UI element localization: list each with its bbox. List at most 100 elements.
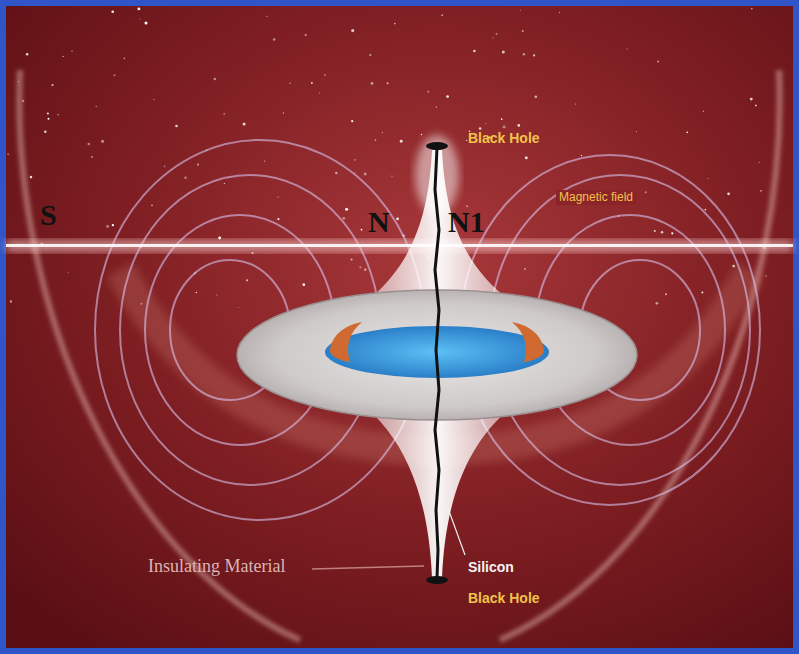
star <box>289 82 291 84</box>
star <box>400 140 403 143</box>
star <box>101 140 104 143</box>
star <box>111 10 114 13</box>
star <box>522 30 524 32</box>
star <box>496 33 498 35</box>
star <box>361 229 363 231</box>
star <box>106 225 109 228</box>
field-label: Magnetic field <box>556 190 636 205</box>
star <box>335 172 337 174</box>
star <box>87 143 90 146</box>
star <box>466 140 467 141</box>
star <box>7 153 9 155</box>
star <box>441 14 443 16</box>
star <box>305 34 307 36</box>
star <box>44 130 47 133</box>
star <box>396 217 399 220</box>
star <box>765 275 767 277</box>
star <box>223 113 225 115</box>
star <box>140 19 141 20</box>
star <box>124 57 126 59</box>
star <box>708 178 709 179</box>
star <box>701 291 703 293</box>
star <box>26 53 29 56</box>
star <box>283 112 284 113</box>
star <box>636 131 637 132</box>
star <box>493 37 494 38</box>
part-label: Insulating Material <box>148 557 285 577</box>
star <box>517 124 520 127</box>
star <box>238 307 239 308</box>
star <box>387 82 389 84</box>
star <box>364 269 366 271</box>
star <box>501 118 503 120</box>
star <box>523 53 525 55</box>
star <box>654 230 656 232</box>
star <box>656 302 659 305</box>
star <box>760 190 762 192</box>
star <box>277 218 279 220</box>
star <box>705 209 707 211</box>
star <box>750 98 753 101</box>
star <box>278 197 279 198</box>
star <box>534 95 537 98</box>
star <box>324 74 326 76</box>
star <box>10 300 12 302</box>
star <box>213 78 216 81</box>
star <box>473 50 476 53</box>
star <box>661 231 664 234</box>
star <box>525 156 528 159</box>
star <box>446 95 449 98</box>
star <box>369 54 371 56</box>
star <box>196 292 198 294</box>
part-label: Black Hole <box>468 131 540 146</box>
star <box>751 8 753 10</box>
star <box>657 61 659 63</box>
star <box>427 91 429 93</box>
star <box>68 272 69 273</box>
star <box>364 173 367 176</box>
star <box>354 159 355 160</box>
star <box>273 38 276 41</box>
star <box>197 163 199 165</box>
star <box>252 252 254 254</box>
star <box>112 224 114 226</box>
star <box>533 54 535 56</box>
star <box>96 106 97 107</box>
star <box>319 93 320 94</box>
pole-label: N1 <box>448 205 485 238</box>
star <box>686 131 688 133</box>
star <box>374 139 376 141</box>
part-label: Black Hole <box>468 591 540 606</box>
pole-label: S <box>40 198 57 231</box>
star <box>266 16 267 17</box>
star <box>51 84 53 86</box>
star <box>391 176 392 177</box>
star <box>151 205 153 207</box>
star <box>645 191 647 193</box>
star <box>218 237 221 240</box>
star <box>302 283 305 286</box>
star <box>246 279 248 281</box>
star <box>184 177 186 179</box>
star <box>351 120 353 122</box>
star <box>559 12 560 13</box>
star <box>114 74 116 76</box>
star <box>727 192 730 195</box>
star <box>524 268 526 270</box>
star <box>665 293 667 295</box>
star <box>57 114 59 116</box>
star <box>216 294 217 295</box>
star <box>47 118 49 120</box>
star <box>91 156 93 158</box>
star <box>581 155 583 157</box>
star <box>264 161 265 162</box>
star <box>520 10 521 11</box>
star <box>144 21 147 24</box>
star <box>345 208 348 211</box>
star <box>421 134 422 135</box>
star <box>351 259 353 261</box>
star <box>755 105 757 107</box>
star <box>47 113 49 115</box>
